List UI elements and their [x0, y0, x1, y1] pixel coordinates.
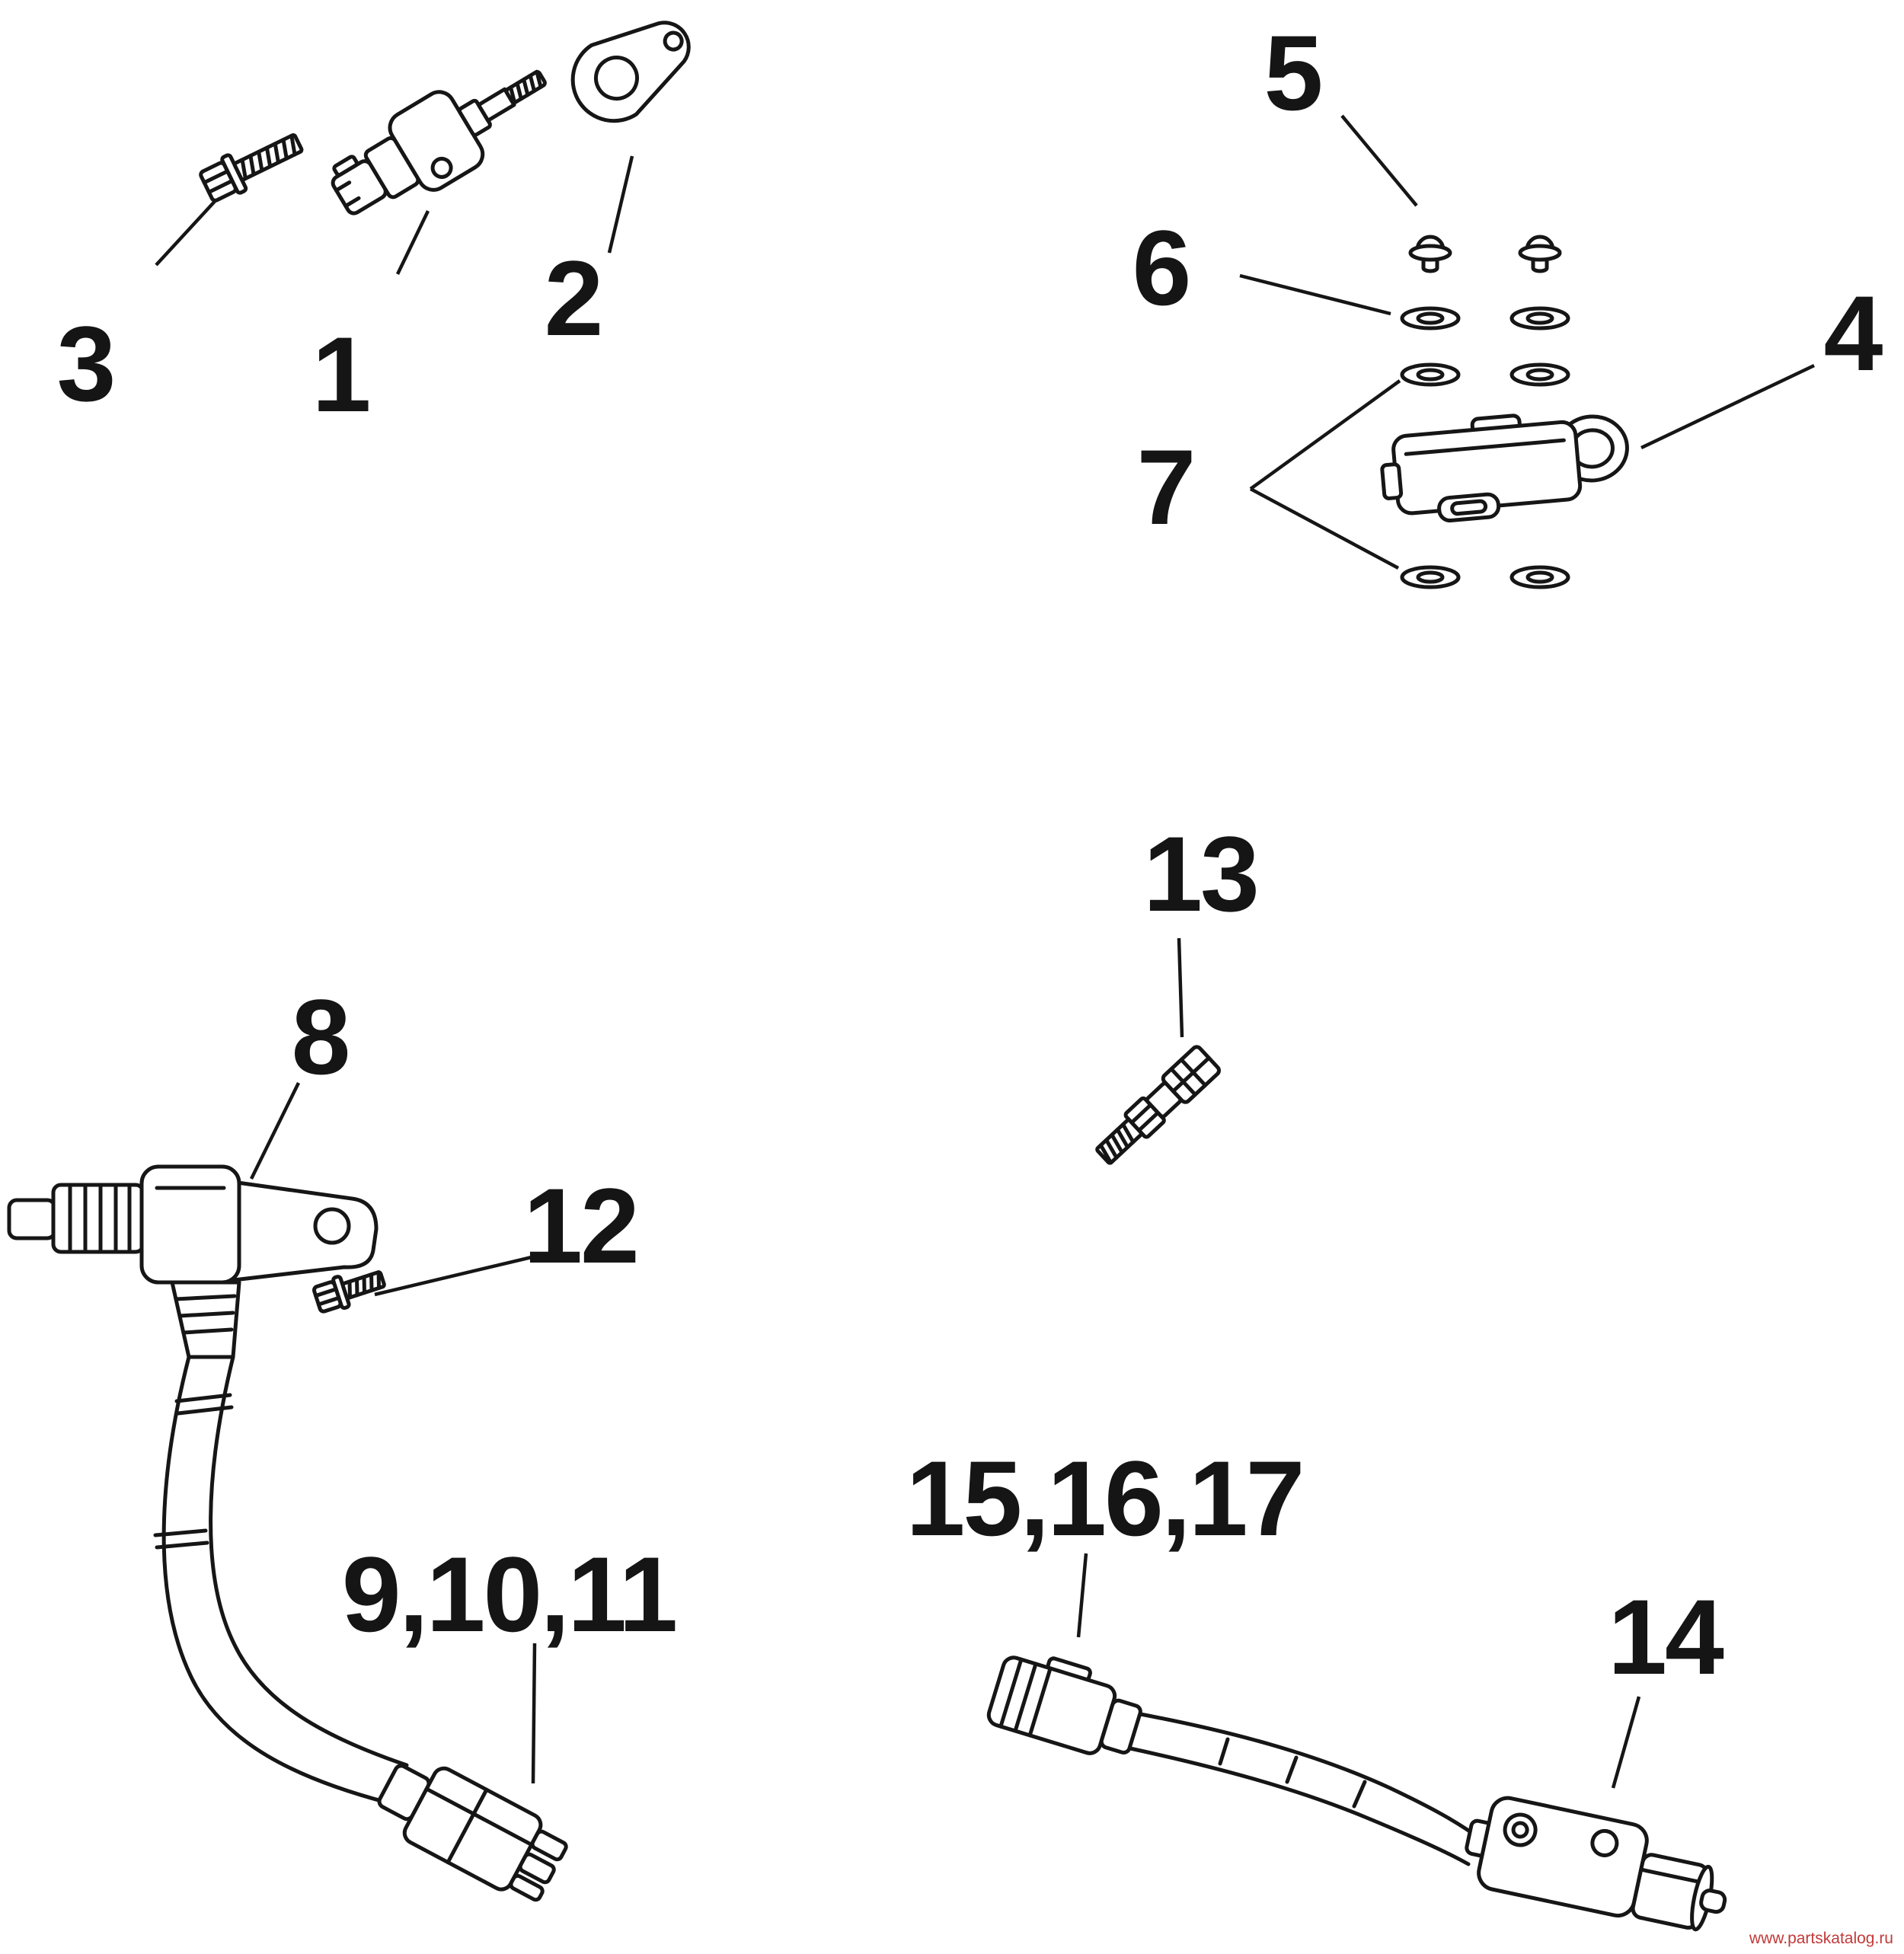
callout-13: 13 [1143, 814, 1260, 934]
leader-line-14 [1611, 1696, 1641, 1789]
part-1-sensor-drawing [331, 69, 547, 216]
part-7-washers-drawing [1400, 362, 1570, 589]
part-2-gasket-drawing [570, 21, 691, 123]
callout-3: 3 [56, 304, 117, 423]
leader-line-7b [1249, 487, 1400, 570]
callout-2: 2 [544, 238, 604, 358]
part-8-sensor-drawing [7, 1164, 379, 1359]
callout-7: 7 [1136, 427, 1196, 547]
leader-line-8 [249, 1082, 301, 1180]
leader-line-15-16-17 [1076, 1553, 1088, 1638]
callout-9-10-11: 9,10,11 [341, 1534, 678, 1654]
callout-8: 8 [291, 977, 351, 1097]
leader-line-13 [1177, 937, 1184, 1038]
leader-line-4 [1640, 363, 1815, 450]
callout-5: 5 [1263, 13, 1324, 133]
part-14-valve-drawing [1465, 1796, 1727, 1932]
leader-line-5 [1340, 114, 1418, 207]
leader-line-7a [1249, 379, 1401, 490]
part-13-sensor-drawing [1095, 1045, 1221, 1165]
leader-line-6 [1239, 273, 1391, 316]
part-9-10-11-harness-drawing [153, 1355, 568, 1902]
part-3-bolt-drawing [199, 133, 304, 203]
part-5-plugs-drawing [1408, 235, 1562, 273]
part-6-washers-drawing [1400, 306, 1570, 330]
part-12-bolt-drawing [312, 1270, 386, 1314]
callout-15-16-17: 15,16,17 [906, 1438, 1305, 1558]
callout-12: 12 [523, 1166, 640, 1285]
callout-1: 1 [311, 314, 372, 434]
leader-line-9-10-11 [531, 1643, 537, 1784]
leader-line-1 [395, 210, 430, 275]
part-15-16-17-connector-drawing [986, 1655, 1480, 1866]
callout-4: 4 [1823, 273, 1883, 393]
callout-6: 6 [1132, 208, 1192, 327]
leader-line-12 [374, 1254, 535, 1297]
callout-14: 14 [1608, 1577, 1724, 1697]
part-4-sensor-drawing [1380, 413, 1629, 523]
leader-lines [155, 114, 1815, 1789]
watermark: www.partskatalog.ru [1749, 1930, 1893, 1947]
leader-line-2 [607, 155, 634, 254]
